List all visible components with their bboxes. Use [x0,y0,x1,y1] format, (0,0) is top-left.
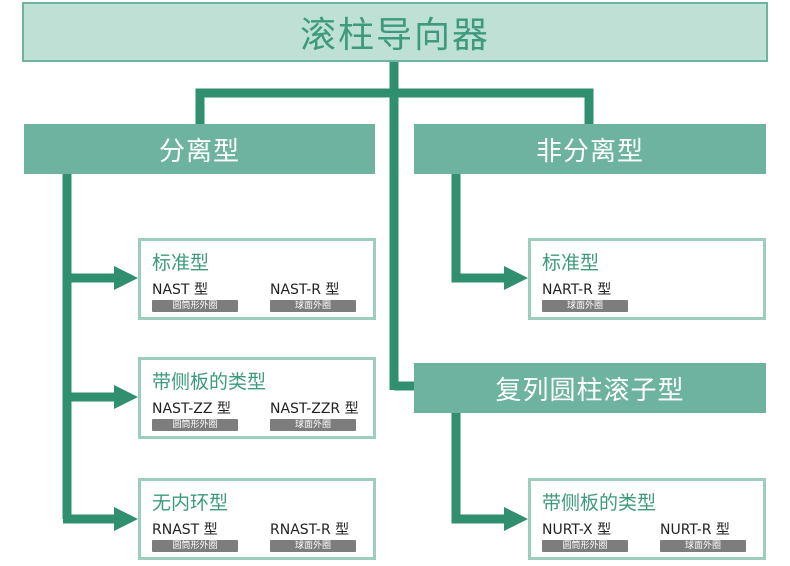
leaf-title: 标准型 [542,252,600,274]
connector-to-non-separable-standard [451,173,508,283]
variant-tag: 球面外圈 [270,419,356,431]
variant-name: NURT-X 型 [542,522,612,538]
variant-name: NAST 型 [152,282,208,298]
variant-item: NURT-R 型 球面外圈 [660,522,752,552]
root-node: 滚柱导向器 [22,2,768,62]
variant-tag: 球面外圈 [270,300,356,312]
leaf-no-inner-ring: 无内环型 RNAST 型 圆筒形外圈 RNAST-R 型 球面外圈 [138,478,376,560]
root-title: 滚柱导向器 [299,15,490,56]
variant-name: NAST-ZZ 型 [152,401,231,417]
variant-name: NART-R 型 [542,282,612,298]
variant-item: NART-R 型 球面外圈 [542,282,634,312]
arrow-head-double-row-side-plate [504,507,528,531]
variant-tag: 圆筒形外圈 [152,300,238,312]
variant-item: NAST-R 型 球面外圈 [270,282,362,312]
arrow-head-non-separable-standard [504,266,528,290]
connector-root-to-separable [195,88,394,126]
variant-item: NAST-ZZR 型 球面外圈 [270,401,362,431]
variant-item: NAST-ZZ 型 圆筒形外圈 [152,401,244,431]
variant-item: NAST 型 圆筒形外圈 [152,282,244,312]
category-label: 非分离型 [535,136,644,167]
category-separable: 分离型 [24,124,375,174]
arrow-head-standard [114,266,138,290]
category-label: 分离型 [158,136,240,167]
leaf-side-plate: 带侧板的类型 NAST-ZZ 型 圆筒形外圈 NAST-ZZR 型 球面外圈 [138,357,376,439]
category-non-separable: 非分离型 [414,124,766,174]
variant-name: NAST-R 型 [270,282,340,298]
leaf-non-separable-standard: 标准型 NART-R 型 球面外圈 [528,238,766,320]
leaf-title: 无内环型 [152,492,229,514]
variant-item: RNAST 型 圆筒形外圈 [152,522,244,552]
leaf-title: 标准型 [152,252,210,274]
category-double-row-cylindrical: 复列圆柱滚子型 [414,363,766,413]
leaf-double-row-side-plate: 带侧板的类型 NURT-X 型 圆筒形外圈 NURT-R 型 球面外圈 [528,478,766,560]
variant-name: RNAST-R 型 [270,522,350,538]
variant-name: NAST-ZZR 型 [270,401,359,417]
category-label: 复列圆柱滚子型 [495,375,685,406]
variant-tag: 圆筒形外圈 [152,419,238,431]
variant-name: NURT-R 型 [660,522,730,538]
leaf-title: 带侧板的类型 [152,371,267,393]
variant-tag: 球面外圈 [270,540,356,552]
arrow-head-no-inner-ring [114,507,138,531]
variant-tag: 球面外圈 [660,540,746,552]
connector-to-double-row-side-plate [451,411,508,524]
connector-root-to-non-separable [394,88,594,126]
variant-tag: 圆筒形外圈 [542,540,628,552]
leaf-title: 带侧板的类型 [542,492,657,514]
variant-item: RNAST-R 型 球面外圈 [270,522,362,552]
variant-name: RNAST 型 [152,522,218,538]
leaf-standard: 标准型 NAST 型 圆筒形外圈 NAST-R 型 球面外圈 [138,238,376,320]
variant-tag: 球面外圈 [542,300,628,312]
arrow-head-side-plate [114,385,138,409]
variant-tag: 圆筒形外圈 [152,540,238,552]
variant-item: NURT-X 型 圆筒形外圈 [542,522,634,552]
